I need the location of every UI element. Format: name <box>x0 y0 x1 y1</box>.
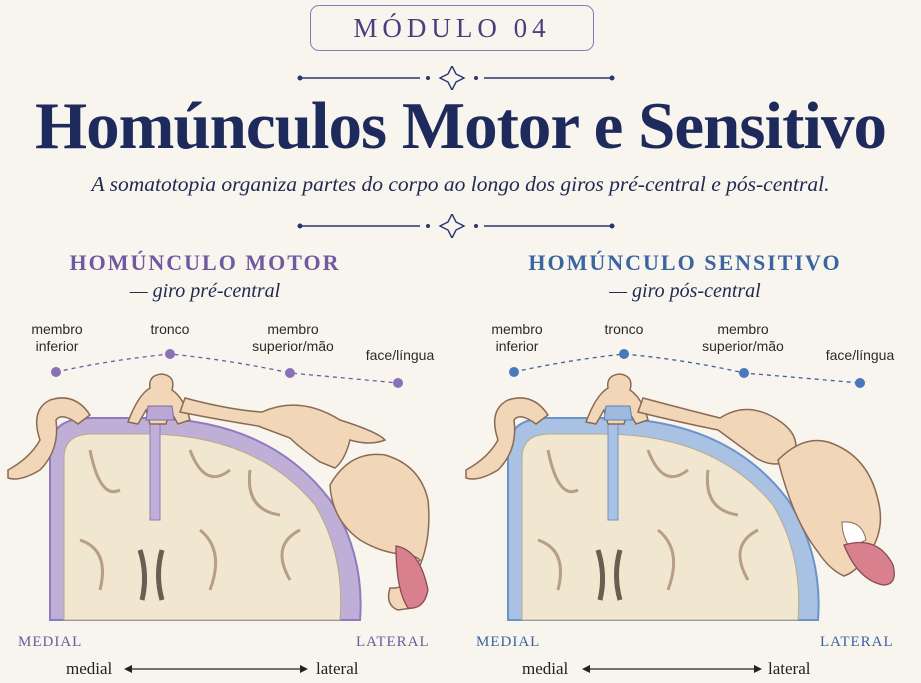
sensory-panel-title: HOMÚNCULO SENSITIVO <box>528 250 842 275</box>
motor-axis-lateral: lateral <box>316 659 359 678</box>
motor-dot-lower-limb <box>51 367 61 377</box>
motor-lateral-label: LATERAL <box>356 634 430 650</box>
sensory-medial-label: MEDIAL <box>476 634 541 650</box>
motor-axis-medial: medial <box>66 659 113 678</box>
sensory-axis-lateral: lateral <box>768 659 811 678</box>
sensory-dot-trunk <box>619 349 629 359</box>
sensory-label-face: face/língua <box>825 347 895 363</box>
sensory-dot-upper-limb <box>739 368 749 378</box>
motor-label-trunk: tronco <box>150 321 190 337</box>
page-subtitle: A somatotopia organiza partes do corpo a… <box>91 172 830 196</box>
sensory-homunculus-illustration <box>465 349 895 621</box>
page-title: Homúnculos Motor e Sensitivo <box>34 89 887 163</box>
motor-axis-arrow <box>124 665 308 673</box>
sensory-axis-arrow <box>582 665 762 673</box>
motor-label-face: face/língua <box>365 347 435 363</box>
motor-dot-upper-limb <box>285 368 295 378</box>
sensory-label-trunk: tronco <box>604 321 644 337</box>
motor-homunculus-illustration <box>7 349 430 621</box>
motor-panel-subtitle: — giro pré-central <box>129 280 281 302</box>
sensory-lateral-label: LATERAL <box>820 634 894 650</box>
sensory-panel-subtitle: — giro pós-central <box>609 280 761 302</box>
motor-medial-label: MEDIAL <box>18 634 83 650</box>
top-ornament <box>297 66 615 90</box>
motor-panel-title: HOMÚNCULO MOTOR <box>69 250 341 275</box>
bottom-ornament <box>297 214 615 238</box>
sensory-axis-medial: medial <box>522 659 569 678</box>
sensory-dot-lower-limb <box>509 367 519 377</box>
module-badge: MÓDULO 04 <box>310 5 594 51</box>
motor-dot-trunk <box>165 349 175 359</box>
motor-dot-face <box>393 378 403 388</box>
sensory-dot-face <box>855 378 865 388</box>
